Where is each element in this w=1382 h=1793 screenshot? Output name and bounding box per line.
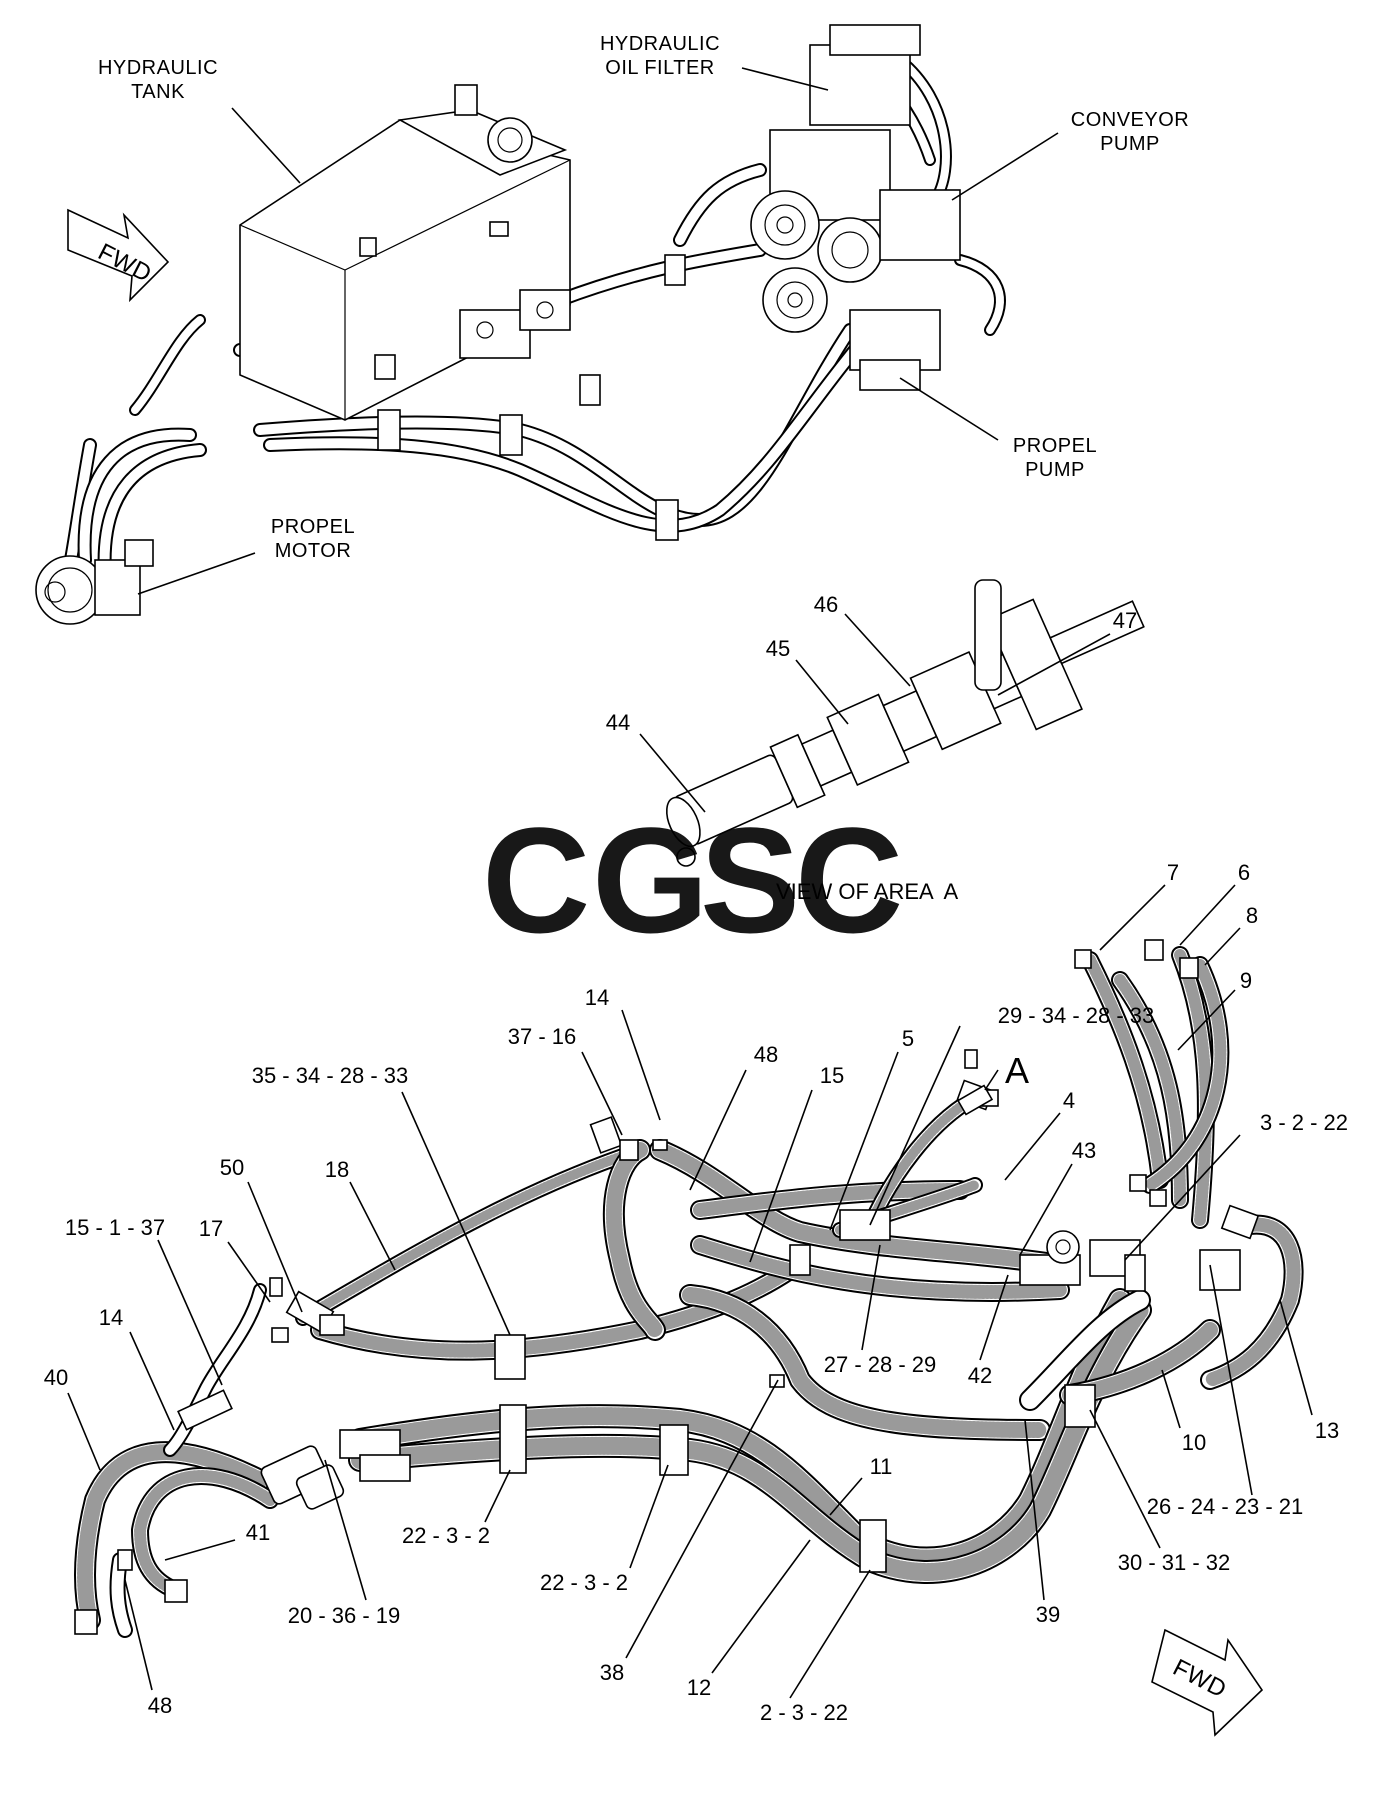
- callout-7: 7: [1167, 860, 1179, 885]
- callout-20-36-19: 20 - 36 - 19: [288, 1603, 401, 1628]
- callout-43: 43: [1072, 1138, 1096, 1163]
- callout-27-28-29: 27 - 28 - 29: [824, 1352, 937, 1377]
- bottom-fittings: [74, 939, 1260, 1635]
- watermark-letter-c1: C: [482, 796, 590, 964]
- detail-view-labels: 44 45 46 47 VIEW OF AREA A: [606, 592, 1137, 904]
- callout-42: 42: [968, 1363, 992, 1388]
- label-hydraulic-tank-line1: HYDRAULIC: [98, 57, 218, 79]
- callout-14-left: 14: [99, 1305, 123, 1330]
- callout-22-3-2-right: 22 - 3 - 2: [540, 1570, 628, 1595]
- pump-cluster-drawing: [750, 24, 961, 391]
- top-labels: HYDRAULIC TANK HYDRAULIC OIL FILTER CONV…: [98, 33, 1189, 595]
- callout-44: 44: [606, 710, 630, 735]
- label-propel-pump-line2: PUMP: [1025, 459, 1085, 481]
- callout-11: 11: [870, 1454, 893, 1479]
- callout-41: 41: [246, 1520, 270, 1545]
- callout-14-top: 14: [585, 985, 609, 1010]
- callout-12: 12: [687, 1675, 711, 1700]
- watermark-letter-c2: C: [795, 796, 903, 964]
- bottom-clamps: [494, 1244, 1146, 1573]
- bottom-callouts: 7 6 8 9 14 37 - 16 48 15 5 29 - 34 - 28 …: [44, 860, 1348, 1725]
- callout-15-top: 15: [820, 1063, 844, 1088]
- hydraulic-tank-drawing: [239, 84, 571, 421]
- label-hydraulic-oil-filter-line2: OIL FILTER: [605, 57, 714, 79]
- callout-10: 10: [1182, 1430, 1206, 1455]
- callout-46: 46: [814, 592, 838, 617]
- fwd-arrow-bottom: FWD: [1151, 1628, 1264, 1737]
- detail-view-area-a: [665, 579, 1145, 867]
- callout-40: 40: [44, 1365, 68, 1390]
- label-propel-motor-line2: MOTOR: [275, 540, 352, 562]
- fwd-arrow-top: FWD: [67, 208, 170, 303]
- top-clamps: [374, 254, 686, 541]
- callout-47: 47: [1113, 608, 1137, 633]
- callout-39: 39: [1036, 1602, 1060, 1627]
- label-conveyor-pump-line1: CONVEYOR: [1071, 109, 1189, 131]
- area-marker-a: A: [1005, 1050, 1029, 1091]
- callout-38: 38: [600, 1660, 624, 1685]
- callout-3-2-22: 3 - 2 - 22: [1260, 1110, 1348, 1135]
- callout-48-bottom: 48: [148, 1693, 172, 1718]
- area-a-connector: A: [956, 1050, 1029, 1116]
- top-assembly-view: FWD HYDRAULIC TANK HYDRAULIC OIL FILTER …: [35, 24, 1189, 625]
- callout-45: 45: [766, 636, 790, 661]
- callout-6: 6: [1238, 860, 1250, 885]
- watermark-letter-s: S: [700, 796, 800, 964]
- callout-48-top: 48: [754, 1042, 778, 1067]
- cgsc-watermark: C G S C: [482, 796, 903, 964]
- callout-15-1-37: 15 - 1 - 37: [65, 1215, 165, 1240]
- callout-9: 9: [1240, 968, 1252, 993]
- callout-5: 5: [902, 1026, 914, 1051]
- callout-35-34-28-33: 35 - 34 - 28 - 33: [252, 1063, 409, 1088]
- label-propel-pump-line1: PROPEL: [1013, 435, 1097, 457]
- callout-22-3-2-left: 22 - 3 - 2: [402, 1523, 490, 1548]
- watermark-letter-g: G: [592, 796, 709, 964]
- label-conveyor-pump-line2: PUMP: [1100, 133, 1160, 155]
- callout-4: 4: [1063, 1088, 1075, 1113]
- bottom-assembly-view: A FWD 7 6 8 9 14 37 - 16 48 15 5: [44, 860, 1348, 1737]
- label-hydraulic-oil-filter-line1: HYDRAULIC: [600, 33, 720, 55]
- propel-motor-drawing: [35, 539, 154, 625]
- label-hydraulic-tank-line2: TANK: [131, 81, 185, 103]
- label-propel-motor-line1: PROPEL: [271, 516, 355, 538]
- caption-view-of-area-a: VIEW OF AREA A: [776, 879, 958, 904]
- callout-2-3-22: 2 - 3 - 22: [760, 1700, 848, 1725]
- callout-29-34-28-33: 29 - 34 - 28 - 33: [998, 1003, 1155, 1028]
- callout-17: 17: [199, 1216, 223, 1241]
- callout-30-31-32: 30 - 31 - 32: [1118, 1550, 1231, 1575]
- callout-37-16: 37 - 16: [508, 1024, 577, 1049]
- callout-26-24-23-21: 26 - 24 - 23 - 21: [1147, 1494, 1304, 1519]
- callout-50: 50: [220, 1155, 244, 1180]
- callout-13: 13: [1315, 1418, 1339, 1443]
- callout-8: 8: [1246, 903, 1258, 928]
- callout-18: 18: [325, 1157, 349, 1182]
